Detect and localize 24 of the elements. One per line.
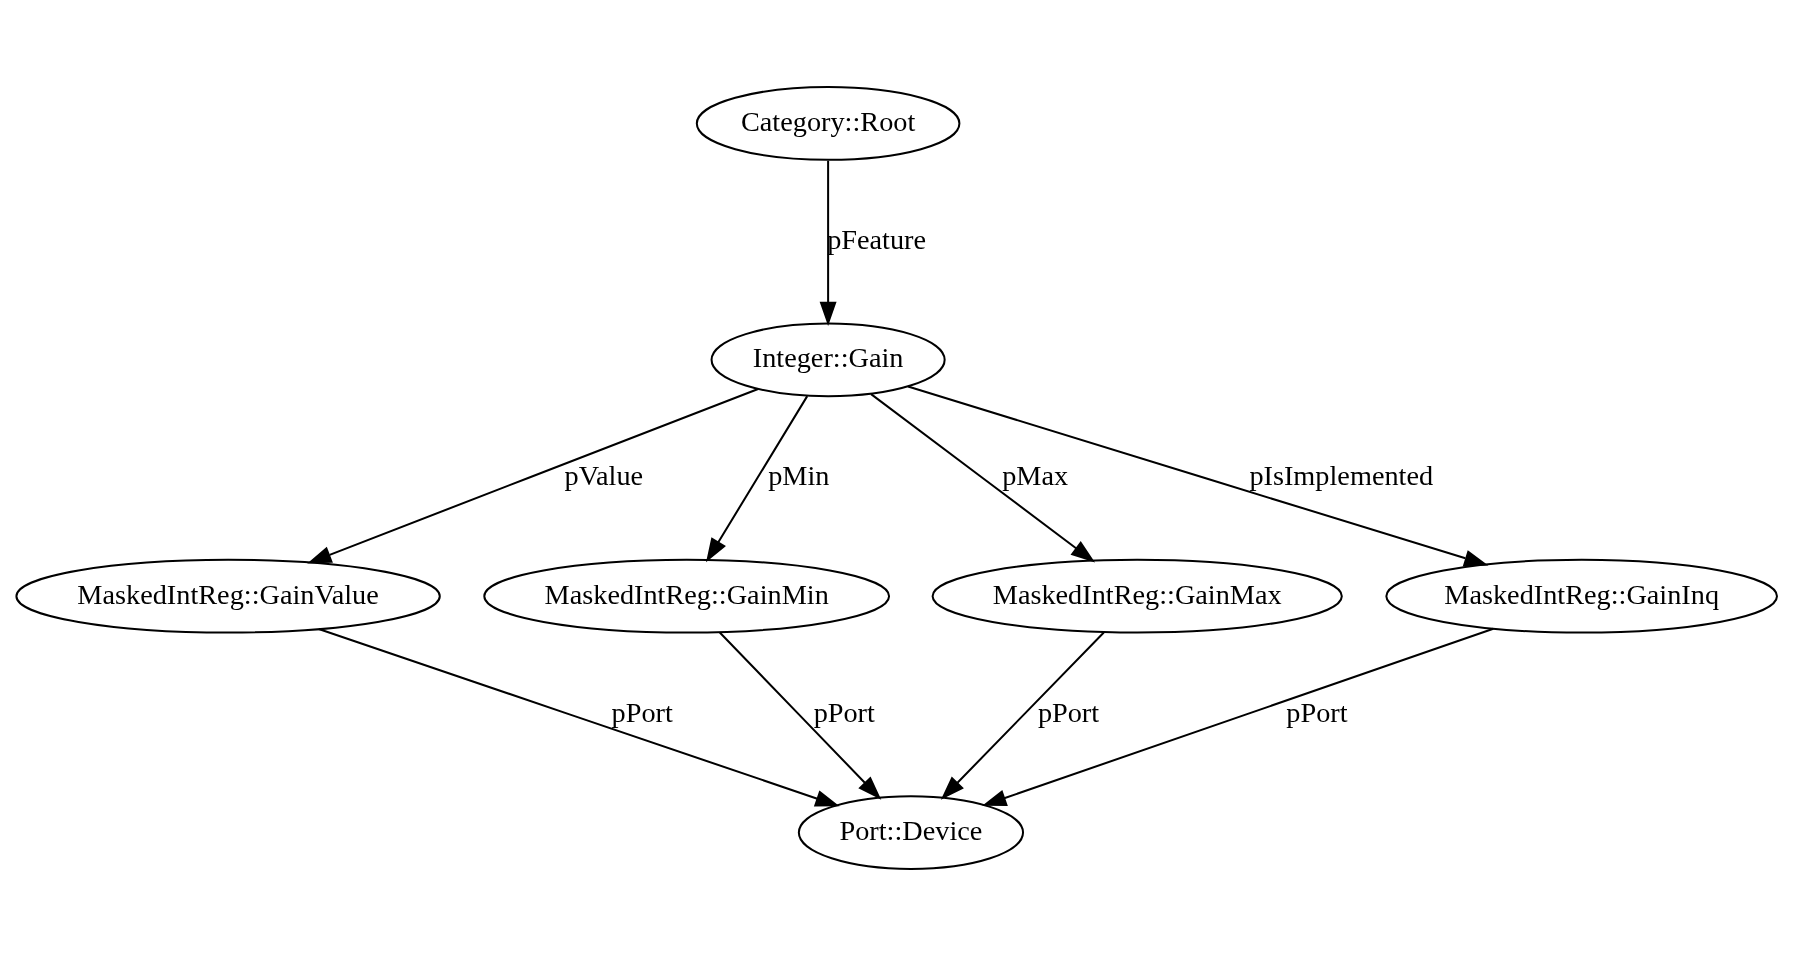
arrow xyxy=(719,631,882,800)
arrow xyxy=(907,385,1489,566)
arrow xyxy=(706,395,809,562)
edge-label: pPort xyxy=(1286,696,1348,728)
node-ellipse: Port::Device xyxy=(797,794,1025,870)
node-ellipse: MaskedIntReg::GainValue xyxy=(15,558,441,634)
edge-label: pPort xyxy=(1037,696,1100,728)
edge-label: pMin xyxy=(768,459,830,491)
node-ellipse: MaskedIntReg::GainInq xyxy=(1385,558,1778,634)
edge-label: pIsImplemented xyxy=(1249,459,1434,491)
node-ellipse: MaskedIntReg::GainMax xyxy=(931,558,1343,634)
arrow xyxy=(318,627,840,806)
node-ellipse: Integer::Gain xyxy=(710,321,946,397)
arrow xyxy=(307,387,759,564)
edge-label: pPort xyxy=(813,696,875,728)
node-ellipse: Category::Root xyxy=(695,85,961,161)
arrow xyxy=(819,160,837,326)
edge-label: pMax xyxy=(1002,459,1069,491)
arrow xyxy=(940,631,1105,800)
arrow xyxy=(982,627,1494,806)
edge-label: pValue xyxy=(564,459,644,491)
edge-label: pPort xyxy=(611,696,673,728)
node-ellipse: MaskedIntReg::GainMin xyxy=(483,558,891,634)
arrow xyxy=(870,392,1096,562)
